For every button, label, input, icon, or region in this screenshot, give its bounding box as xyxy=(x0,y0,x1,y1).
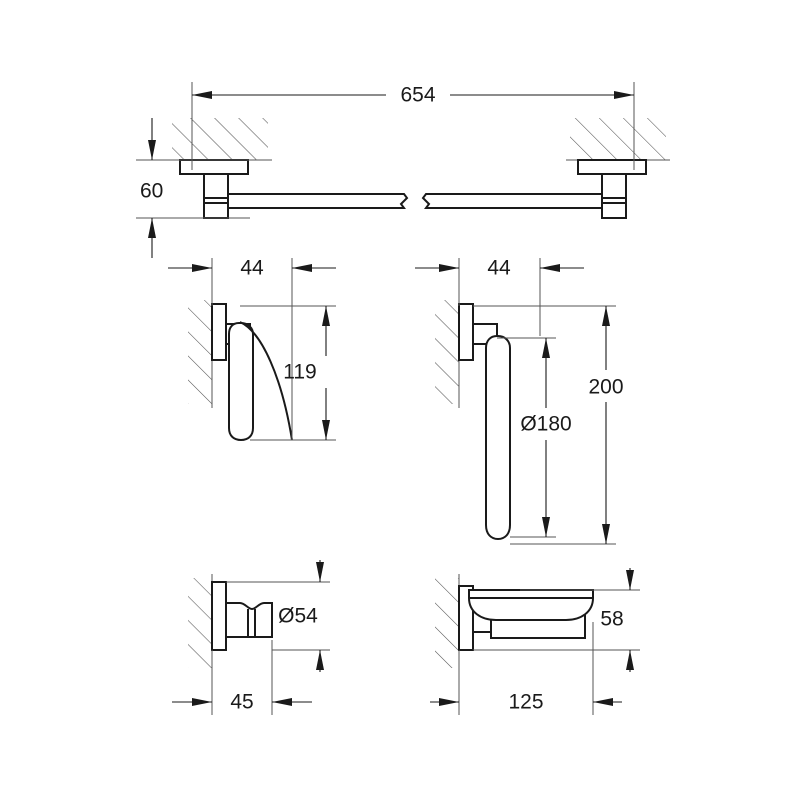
towel-ring-wall xyxy=(435,296,460,408)
towel-ring-rosette xyxy=(458,303,474,361)
dimension-label-58: 58 xyxy=(600,608,623,631)
dimension-label-diameter-54: Ø54 xyxy=(278,605,318,628)
view-soap-dish: 58 125 xyxy=(430,568,640,715)
dimension-towel-ring-diameter: Ø180 xyxy=(497,337,572,538)
dimension-paper-holder-height: 119 xyxy=(240,305,336,441)
towel-bar-rail-left xyxy=(227,193,409,209)
wall-hatch-right xyxy=(566,118,670,161)
soap-dish-bowl xyxy=(468,589,594,621)
paper-holder-rosette xyxy=(211,303,227,361)
view-paper-holder: 44 119 xyxy=(168,257,336,442)
robe-hook-wall xyxy=(188,574,213,672)
dimension-towel-bar-height: 60 xyxy=(136,118,250,258)
dimension-towel-ring-height: 200 xyxy=(473,305,624,545)
robe-hook-body xyxy=(225,602,273,638)
paper-holder-outer-curve xyxy=(239,321,293,441)
dimension-label-200: 200 xyxy=(588,376,623,399)
dimension-towel-bar-length: 654 xyxy=(191,82,635,170)
towel-bar-bracket-right xyxy=(577,159,647,219)
towel-bar-rail-right xyxy=(421,193,603,209)
dimension-label-119: 119 xyxy=(283,361,316,384)
wall-hatch-left xyxy=(168,118,272,161)
dimension-label-diameter-180: Ø180 xyxy=(520,413,571,436)
paper-holder-arm xyxy=(228,322,254,442)
dimension-label-44-right: 44 xyxy=(487,257,511,280)
robe-hook-rosette xyxy=(211,581,227,651)
dimension-label-45: 45 xyxy=(230,691,253,714)
towel-ring-body xyxy=(485,335,511,541)
towel-bar-bracket-left xyxy=(179,159,249,219)
dimension-robe-hook-projection: 45 xyxy=(172,640,312,715)
view-towel-ring: 44 Ø180 200 xyxy=(415,257,624,545)
view-robe-hook: Ø54 45 xyxy=(172,560,330,715)
dimension-label-44-left: 44 xyxy=(240,257,264,280)
view-towel-bar: 654 60 xyxy=(136,82,670,258)
dimension-label-60: 60 xyxy=(140,180,163,203)
dimension-soap-dish-projection: 125 xyxy=(430,622,622,715)
dimension-paper-holder-projection: 44 xyxy=(168,257,336,440)
soap-dish-wall xyxy=(435,574,460,672)
dimension-label-654: 654 xyxy=(400,84,435,107)
dimension-soap-dish-height: 58 xyxy=(473,568,640,672)
paper-holder-wall xyxy=(188,296,213,408)
dimension-towel-ring-projection: 44 xyxy=(415,257,584,336)
dimension-robe-hook-diameter: Ø54 xyxy=(226,560,330,672)
dimension-label-125: 125 xyxy=(508,691,543,714)
